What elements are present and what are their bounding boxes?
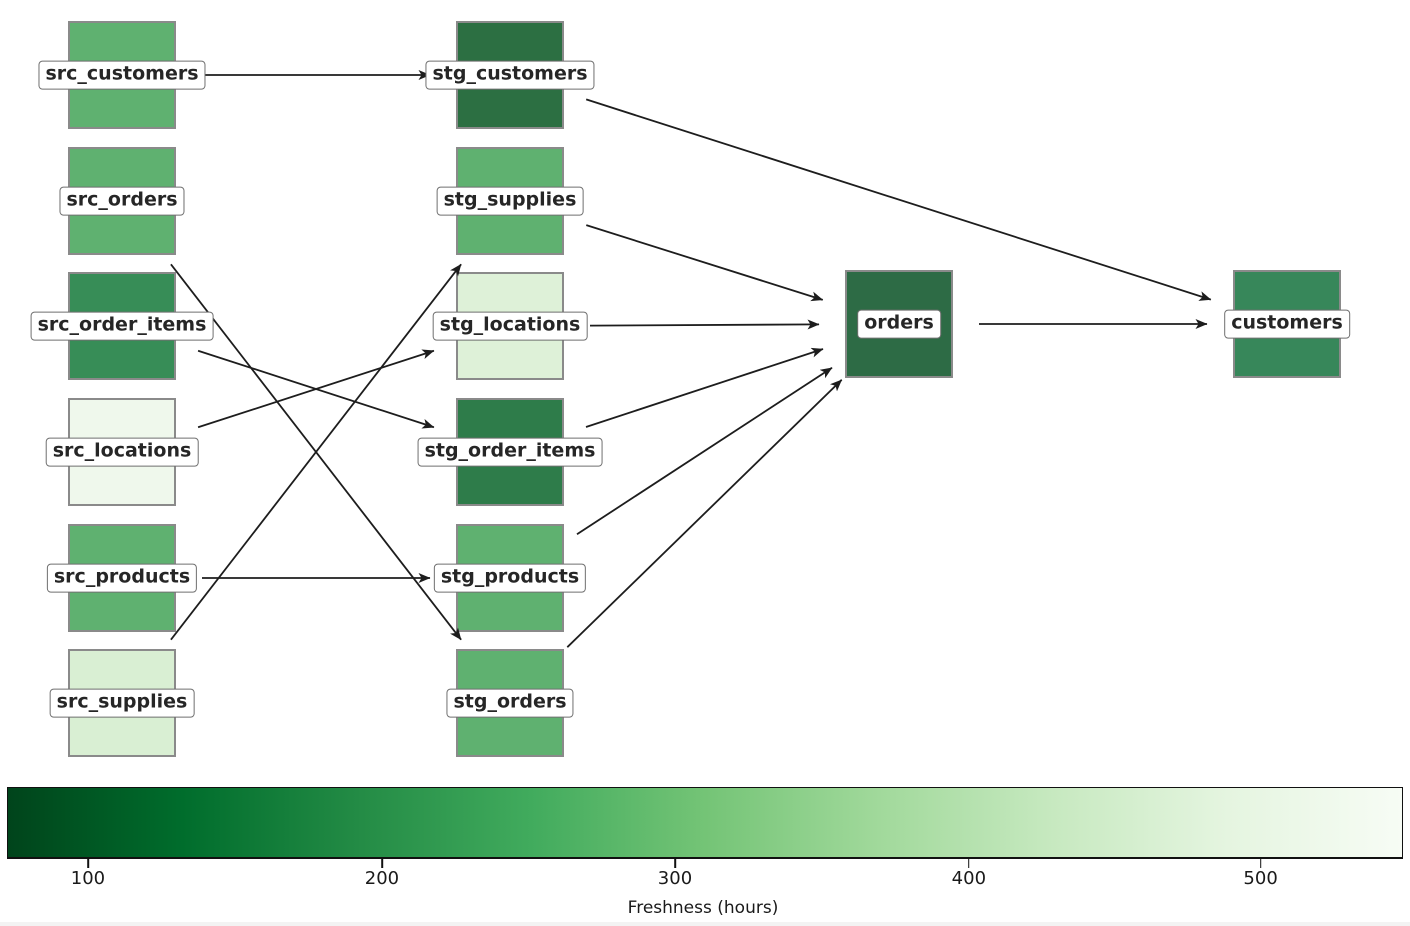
freshness-colorbar xyxy=(7,787,1403,859)
node-label-stg_products: stg_products xyxy=(433,563,587,593)
node-label-src_locations: src_locations xyxy=(45,437,199,467)
edge-src_locations-to-stg_locations xyxy=(197,349,435,429)
node-label-src_supplies: src_supplies xyxy=(49,688,195,718)
colorbar-tick-200 xyxy=(381,859,383,868)
edge-src_supplies-to-stg_supplies xyxy=(170,263,462,641)
node-label-stg_orders: stg_orders xyxy=(446,688,574,718)
colorbar-tick-label-400: 400 xyxy=(951,868,987,889)
colorbar-tick-400 xyxy=(968,859,970,868)
edge-stg_customers-to-customers xyxy=(585,98,1212,301)
bottom-edge-strip xyxy=(0,922,1410,926)
node-label-src_orders: src_orders xyxy=(59,186,185,216)
node-label-stg_locations: stg_locations xyxy=(432,311,588,341)
node-label-src_customers: src_customers xyxy=(38,60,206,90)
edge-stg_supplies-to-orders xyxy=(586,224,824,302)
node-label-orders: orders xyxy=(857,309,941,339)
edge-stg_orders-to-orders xyxy=(566,379,843,648)
colorbar-tick-300 xyxy=(674,859,676,868)
colorbar-tick-500 xyxy=(1259,859,1262,868)
node-label-stg_supplies: stg_supplies xyxy=(436,186,584,216)
colorbar-tick-label-500: 500 xyxy=(1243,868,1278,889)
colorbar-tick-label-300: 300 xyxy=(657,868,693,889)
node-label-stg_customers: stg_customers xyxy=(425,60,595,90)
colorbar-axis-label: Freshness (hours) xyxy=(627,898,779,918)
node-label-customers: customers xyxy=(1224,309,1350,339)
node-label-src_products: src_products xyxy=(46,563,198,593)
edge-stg_order_items-to-orders xyxy=(585,347,824,428)
edge-stg_locations-to-orders xyxy=(589,319,820,330)
node-label-stg_order_items: stg_order_items xyxy=(417,437,603,467)
colorbar-tick-label-100: 100 xyxy=(70,868,106,889)
node-label-src_order_items: src_order_items xyxy=(30,311,214,341)
colorbar-tick-label-200: 200 xyxy=(364,868,400,889)
edge-stg_products-to-orders xyxy=(576,366,833,536)
colorbar-tick-100 xyxy=(87,859,89,868)
